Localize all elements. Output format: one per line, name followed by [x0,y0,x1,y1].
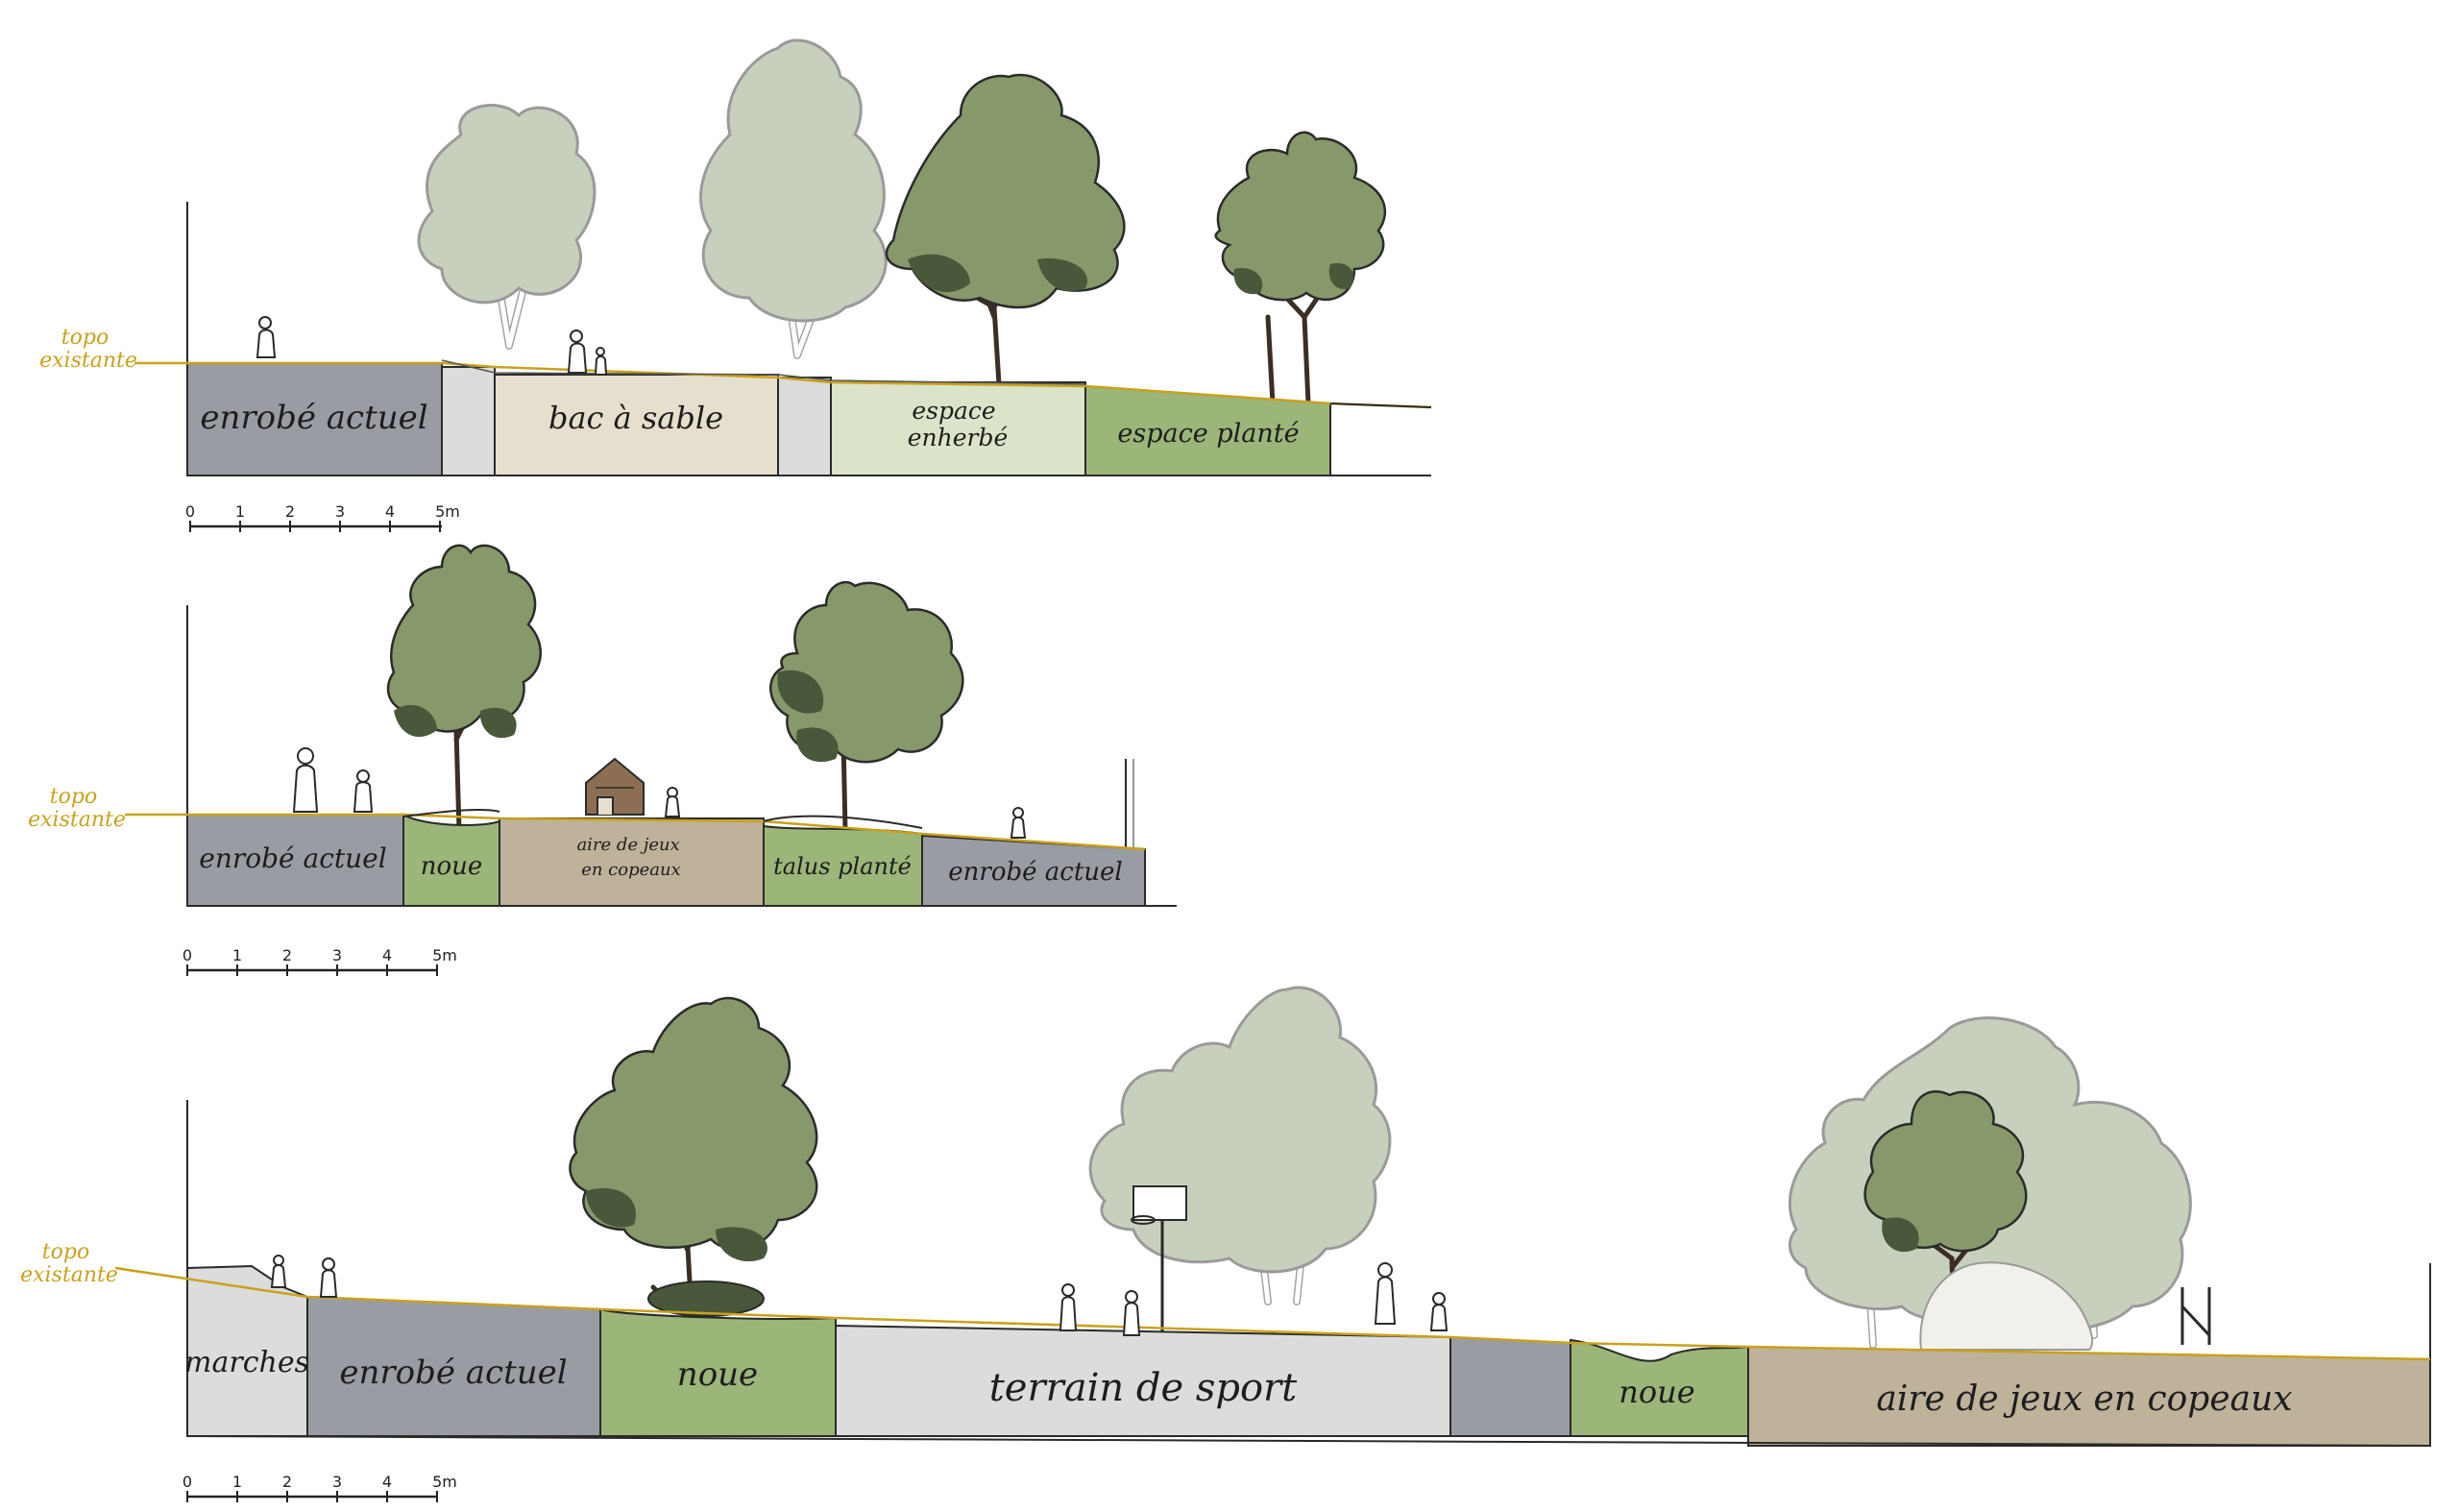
dark-tree [769,580,964,834]
topo-label-line: topo [42,1240,89,1264]
person [319,1257,338,1298]
dark-tree [1863,1090,2028,1353]
topo-line-s3 [114,1266,2431,1361]
person [256,316,277,358]
topo-label-line: existante [28,808,126,832]
dark-tree [386,544,542,834]
dark-tree [885,73,1126,387]
zone-s1-3 [777,377,832,476]
scale-tick: 0 [183,1473,192,1491]
zones-section-2 [125,605,1177,907]
zone-label: espace enherbé [908,397,1009,451]
zone-label-line: espace [912,397,995,425]
person [567,329,588,374]
scale-tick: 3 [332,946,342,964]
person [1122,1290,1141,1336]
section-3: marches enrobé actuel noue terrain de sp… [20,986,2431,1502]
zone-label-line: en copeaux [581,860,681,880]
topo-line-s2 [125,813,1146,851]
scale-tick: 5m [435,502,460,521]
scale-tick: 2 [285,502,295,521]
person [270,1255,287,1288]
scale-tick: 0 [185,502,195,521]
zone-s3-4 [1449,1335,1571,1437]
zone-s1-2 [494,374,779,476]
topo-label-line: existante [20,1263,118,1287]
scale-bar: 0 1 2 3 4 5m [185,502,460,532]
scale-tick: 5m [432,1473,457,1491]
zone-s2-2 [499,817,765,907]
zone-label-line: enherbé [908,424,1009,451]
zone-label: noue [421,852,483,881]
light-tree [417,104,596,350]
play-hut [585,757,645,816]
scale-tick: 4 [382,1473,392,1491]
zone-label: espace planté [1117,419,1299,449]
zone-label: talus planté [773,853,912,880]
zone-s1-0 [186,362,443,476]
person [1010,807,1027,839]
scale-tick: 0 [183,946,192,964]
zone-label: terrain de sport [989,1366,1298,1410]
basketball-hoop [1131,1185,1187,1340]
zone-label: enrobé actuel [339,1353,567,1392]
person [664,787,681,817]
scale-tick: 1 [235,502,245,521]
light-tree [1088,986,1392,1305]
hammock [2180,1287,2211,1345]
topo-label-line: existante [39,349,137,373]
section-2: enrobé actuel noue aire de jeux en copea… [28,544,1177,976]
person [292,747,319,813]
topo-label-line: topo [61,326,109,350]
zone-s1-1 [441,366,496,476]
scale-tick: 4 [382,946,392,964]
topo-label-line: topo [50,785,97,809]
zone-label: enrobé actuel [948,858,1122,887]
topo-label: topo existante [28,785,126,832]
zone-label: enrobé actuel [200,399,427,437]
zone-label: enrobé actuel [199,842,386,874]
zone-label: aire de jeux en copeaux [1876,1379,2292,1419]
scale-tick: 4 [385,502,395,521]
zone-label: bac à sable [548,400,723,436]
scale-bar: 0 1 2 3 4 5m [183,946,457,976]
scale-tick: 3 [332,1473,342,1491]
topo-label: topo existante [20,1240,118,1287]
person [594,347,608,376]
zone-label-line: aire de jeux [576,835,679,855]
scale-tick: 2 [282,1473,292,1491]
scale-tick: 1 [232,946,242,964]
zones-section-3 [114,1100,2431,1447]
zone-label: noue [677,1355,758,1394]
section-1: enrobé actuel bac à sable espace enherbé… [39,38,1432,532]
scale-tick: 1 [232,1473,242,1491]
zone-label: noue [1619,1374,1694,1410]
person [1429,1292,1449,1331]
light-tree [699,38,888,359]
topo-label: topo existante [39,326,137,373]
topo-line-s1 [134,361,1432,409]
scale-bar: 0 1 2 3 4 5m [183,1473,457,1502]
person [353,769,374,813]
scale-tick: 3 [335,502,345,521]
climbing-rock [1919,1261,2094,1351]
dark-tree [569,996,818,1319]
zone-label: marches [184,1346,309,1379]
dark-tree [1214,131,1387,406]
scale-tick: 5m [432,946,457,964]
scale-tick: 2 [282,946,292,964]
person [1374,1262,1397,1325]
person [1059,1283,1078,1331]
zone-label: aire de jeux en copeaux [576,835,685,880]
zones-section-1 [134,202,1432,476]
